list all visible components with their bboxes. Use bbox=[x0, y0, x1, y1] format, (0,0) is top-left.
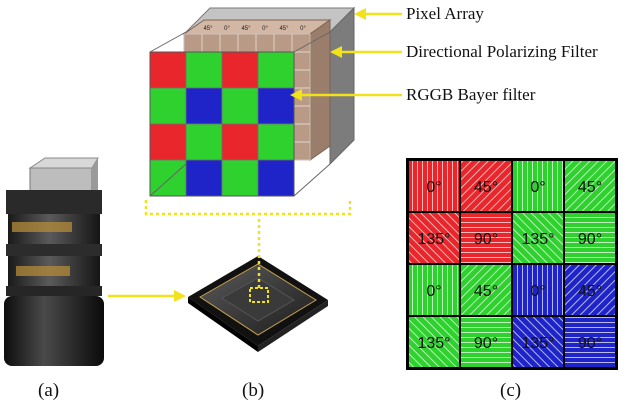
mosaic-cell-label: 0° bbox=[426, 283, 441, 300]
bayer-cell bbox=[149, 87, 187, 125]
camera-top-plate bbox=[6, 190, 102, 214]
bayer-cell bbox=[257, 87, 295, 125]
bayer-cell bbox=[257, 123, 295, 161]
mosaic-cell-label: 90° bbox=[578, 335, 602, 352]
polarizer-angle-label: 0° bbox=[224, 26, 230, 32]
mosaic-cell-label: 135° bbox=[521, 335, 554, 352]
mosaic-cell: 135° bbox=[513, 213, 563, 263]
mosaic-cell: 0° bbox=[513, 161, 563, 211]
bayer-cell bbox=[221, 123, 259, 161]
bayer-cell bbox=[257, 51, 295, 89]
mosaic-cell-label: 90° bbox=[474, 335, 498, 352]
bayer-cell bbox=[185, 159, 223, 197]
mosaic-cell: 45° bbox=[461, 161, 511, 211]
mosaic-cell: 0° bbox=[513, 265, 563, 315]
caption-c: (c) bbox=[500, 380, 522, 401]
bayer-cell bbox=[257, 159, 295, 197]
mosaic-cell: 90° bbox=[565, 213, 615, 263]
bayer-filter-label: RGGB Bayer filter bbox=[406, 85, 536, 104]
mosaic-cell: 135° bbox=[409, 213, 459, 263]
polarizer-angle-label: 0° bbox=[262, 26, 268, 32]
stack-outline bbox=[149, 31, 331, 197]
mosaic-cell-label: 0° bbox=[530, 179, 545, 196]
mosaic-cell: 45° bbox=[565, 265, 615, 315]
zoom-connector bbox=[144, 200, 352, 288]
mosaic-cell: 45° bbox=[565, 161, 615, 211]
bayer-cell bbox=[149, 51, 187, 89]
bayer-cell bbox=[221, 51, 259, 89]
bayer-cell bbox=[221, 87, 259, 125]
mosaic-cell-label: 45° bbox=[578, 179, 602, 196]
caption-a: (a) bbox=[38, 380, 60, 401]
mosaic-cell-label: 45° bbox=[578, 283, 602, 300]
mosaic-cell: 90° bbox=[461, 213, 511, 263]
mosaic-cell: 45° bbox=[461, 265, 511, 315]
mosaic-cell-label: 135° bbox=[521, 231, 554, 248]
callout-arrows bbox=[290, 8, 402, 101]
mosaic-cell: 135° bbox=[513, 317, 563, 367]
mosaic-cell: 90° bbox=[461, 317, 511, 367]
bayer-cell bbox=[185, 51, 223, 89]
mosaic-cell-label: 0° bbox=[530, 283, 545, 300]
mosaic-cell-label: 135° bbox=[417, 231, 450, 248]
caption-b: (b) bbox=[242, 380, 265, 401]
bayer-filter-layer bbox=[149, 51, 295, 197]
mosaic-cell: 0° bbox=[409, 161, 459, 211]
bayer-cell bbox=[185, 87, 223, 125]
polarizer-angle-label: 45° bbox=[241, 26, 251, 32]
polarizer-angle-label: 45° bbox=[279, 26, 289, 32]
bayer-cell bbox=[185, 123, 223, 161]
mosaic-cell-label: 45° bbox=[474, 179, 498, 196]
camera-illustration bbox=[4, 157, 104, 366]
mosaic-cell-label: 90° bbox=[474, 231, 498, 248]
mosaic-cell-label: 90° bbox=[578, 231, 602, 248]
chip-zoom-box bbox=[249, 287, 269, 303]
polarizing-filter-label: Directional Polarizing Filter bbox=[406, 42, 598, 61]
mosaic-cell-label: 0° bbox=[426, 179, 441, 196]
mosaic-cell: 0° bbox=[409, 265, 459, 315]
arrow-camera-to-chip bbox=[108, 290, 186, 302]
sensor-chip bbox=[188, 256, 328, 352]
bayer-cell bbox=[149, 123, 187, 161]
mosaic-cell: 90° bbox=[565, 317, 615, 367]
polarizer-angle-label: 45° bbox=[203, 26, 213, 32]
pixel-array-label: Pixel Array bbox=[406, 4, 484, 23]
mosaic-cell: 135° bbox=[409, 317, 459, 367]
mosaic-cell-label: 135° bbox=[417, 335, 450, 352]
camera-lens-mount bbox=[4, 296, 104, 366]
polarizer-angle-label: 0° bbox=[300, 26, 306, 32]
mosaic-cell-label: 45° bbox=[474, 283, 498, 300]
polarization-mosaic-grid: 0° 45° 0° 45° 135° 90° 135° 90° 0° 45° 0° 45° 135° 90… bbox=[406, 158, 618, 370]
bayer-cell bbox=[221, 159, 259, 197]
